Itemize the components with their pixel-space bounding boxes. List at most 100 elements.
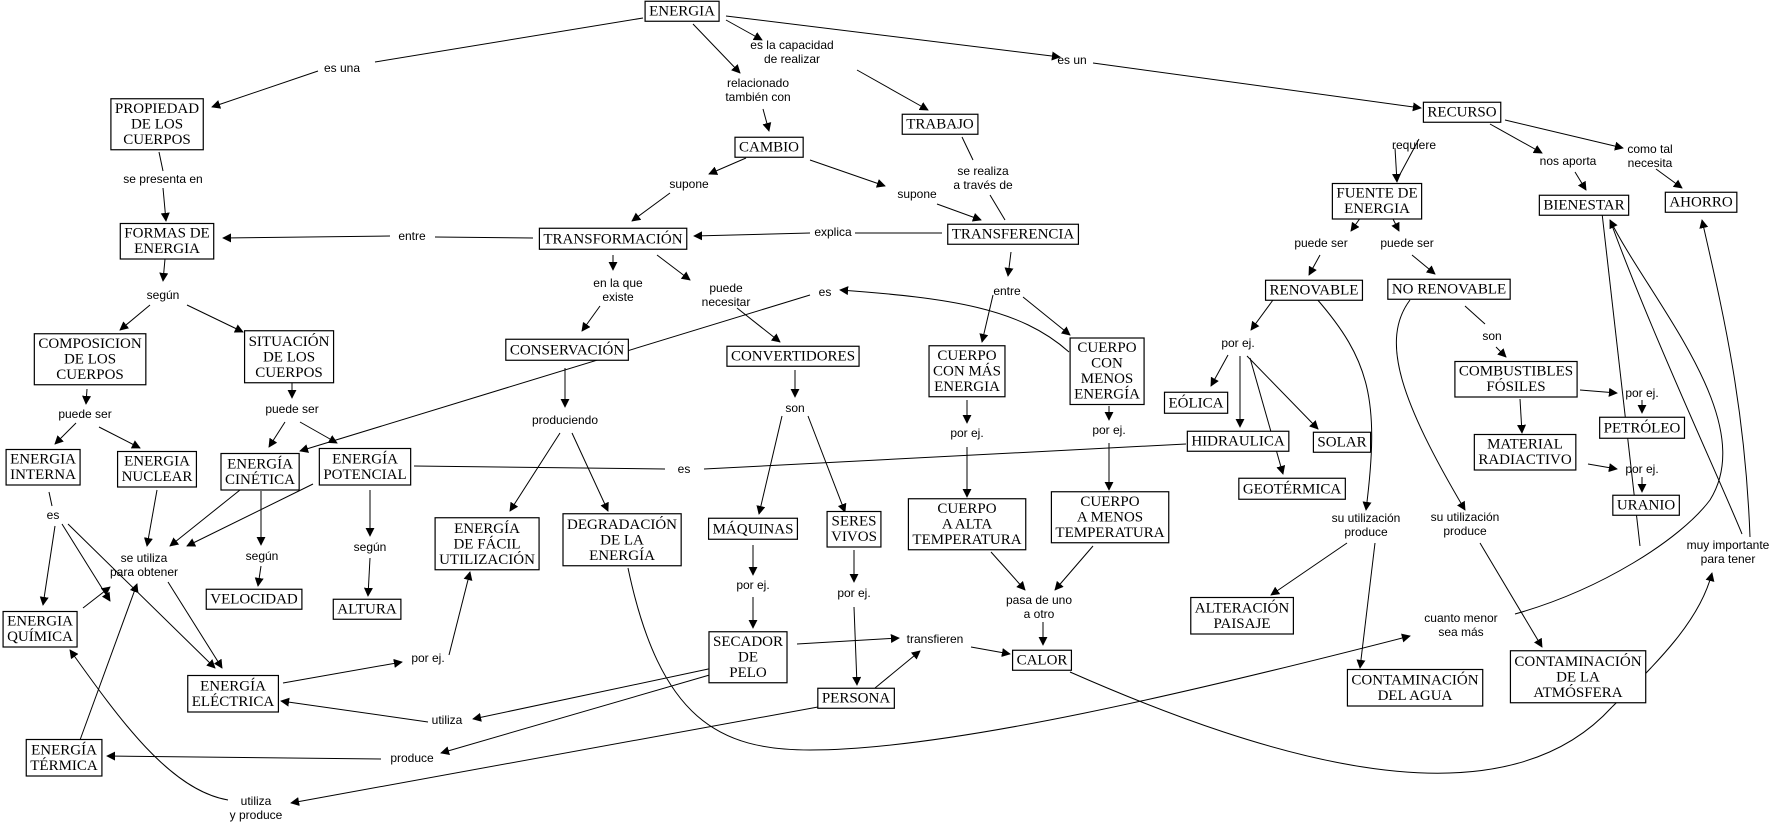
connector-line: [725, 15, 1061, 61]
connector-line: [1609, 219, 1743, 535]
concept-node-conservacion: CONSERVACIÓN: [505, 338, 629, 361]
connector-line: [282, 658, 403, 684]
connector-line: [54, 422, 77, 445]
connector-line: [693, 231, 811, 241]
concept-label: URANIO: [1617, 497, 1675, 513]
connector-line: [990, 551, 1026, 591]
link-phrase-puede-ser4: puede ser: [1380, 236, 1433, 250]
connector-line: [158, 151, 164, 172]
connector-line: [509, 432, 561, 512]
connector-line: [61, 523, 111, 602]
connector-line: [434, 236, 534, 239]
link-phrase-puede-ser1: puede ser: [58, 407, 111, 421]
connector-line: [1092, 62, 1422, 112]
link-phrase-son1: son: [785, 401, 804, 415]
link-phrase-es1: es: [819, 285, 832, 299]
connector-line: [119, 304, 151, 331]
concept-label: NO RENOVABLE: [1392, 281, 1506, 297]
connector-line: [48, 491, 53, 507]
link-phrase-entre1: entre: [398, 229, 426, 243]
concept-node-eolica: EÓLICA: [1163, 391, 1229, 414]
connector-line: [1054, 545, 1094, 591]
concept-node-bienestar: BIENESTAR: [1538, 194, 1630, 216]
connector-line: [703, 443, 1187, 470]
concept-node-no-renovable: NO RENOVABLE: [1387, 278, 1511, 300]
connector-line: [290, 706, 819, 806]
connector-line: [1022, 296, 1071, 336]
connector-line: [1655, 168, 1683, 189]
connector-line: [627, 567, 1411, 751]
concept-node-uranio: URANIO: [1612, 494, 1680, 516]
connector-line: [852, 606, 862, 686]
connector-line: [98, 426, 141, 449]
connector-line: [69, 649, 229, 801]
connector-line: [936, 203, 982, 222]
connector-line: [1699, 219, 1751, 538]
link-phrase-explica: explica: [814, 225, 852, 239]
concept-label: MÁQUINAS: [713, 520, 794, 537]
connector-line: [280, 697, 429, 723]
connector-line: [1392, 147, 1402, 183]
connector-line: [1514, 219, 1724, 615]
connector-line: [631, 192, 671, 222]
connector-line: [970, 646, 1011, 657]
connector-line: [413, 465, 666, 470]
concept-label: PERSONA: [822, 690, 891, 706]
connector-line: [268, 421, 286, 448]
link-phrase-es-interna: es: [47, 508, 60, 522]
connector-line: [160, 187, 170, 222]
connector-line: [222, 233, 391, 243]
concept-node-renovable: RENOVABLE: [1264, 279, 1364, 301]
connector-line: [82, 388, 92, 405]
concept-label: ENERGIA: [649, 3, 715, 19]
connector-line: [1308, 254, 1321, 276]
link-phrase-segun1: según: [147, 288, 180, 302]
connector-line: [1249, 357, 1286, 475]
concept-node-cambio: CAMBIO: [734, 136, 804, 158]
connector-line: [1397, 138, 1420, 179]
link-phrase-por-ej-comb: por ej.: [1625, 386, 1658, 400]
connector-line: [374, 17, 644, 63]
link-phrase-por-ej-rad: por ej.: [1625, 462, 1658, 476]
concept-label: AHORRO: [1669, 194, 1733, 210]
connector-line: [979, 294, 994, 343]
connector-line: [1574, 171, 1587, 191]
connector-line: [472, 667, 714, 722]
connector-line: [1395, 299, 1466, 511]
connector-line: [874, 650, 921, 689]
connector-line: [725, 19, 763, 41]
concept-node-calor: CALOR: [1011, 649, 1073, 671]
concept-label: PETRÓLEO: [1604, 419, 1681, 436]
connector-line: [581, 305, 601, 332]
concept-label: TRABAJO: [906, 116, 974, 132]
connector-line: [989, 194, 1006, 221]
concept-label: CAMBIO: [739, 139, 799, 155]
link-phrase-por-ej-ren: por ej.: [1221, 336, 1254, 350]
connector-line: [1004, 251, 1014, 277]
